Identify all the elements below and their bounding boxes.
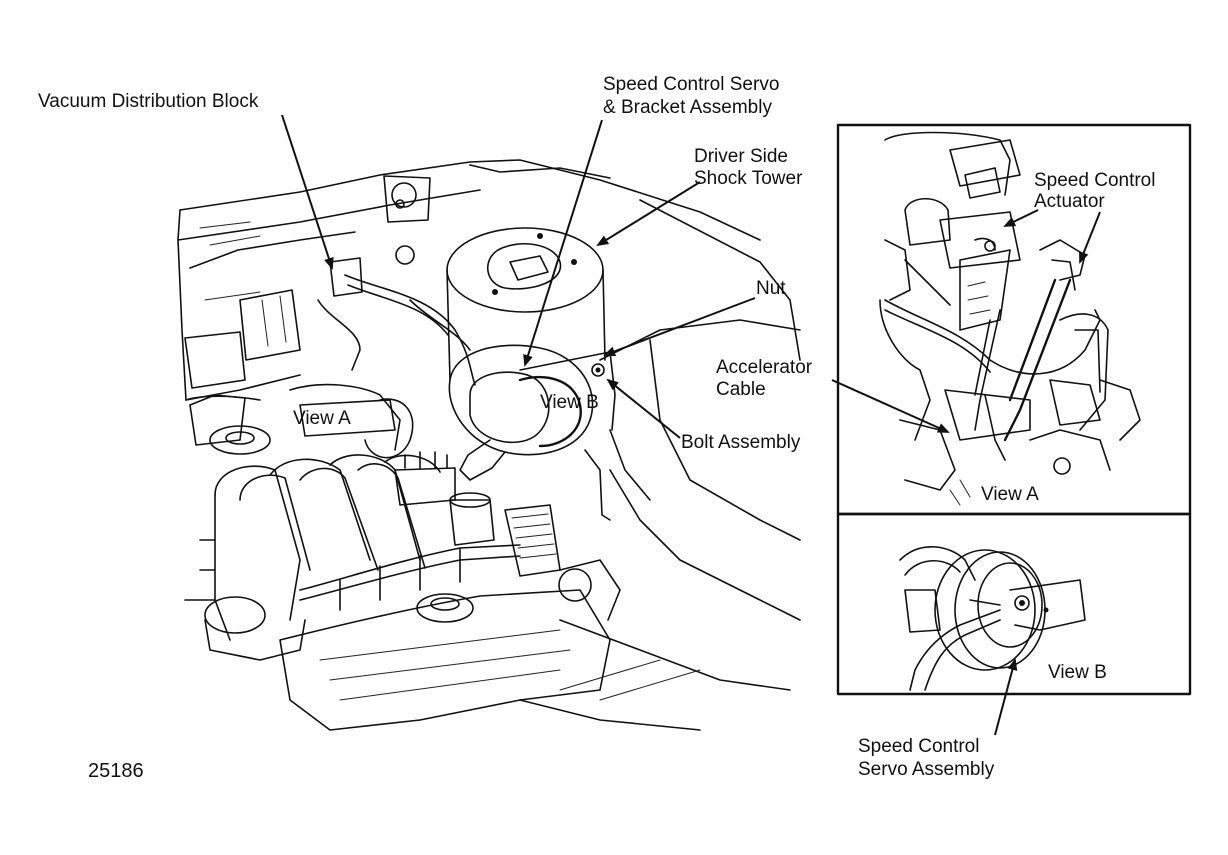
label-nut: Nut: [756, 278, 786, 299]
label-servo-bracket-line2: & Bracket Assembly: [603, 97, 772, 118]
label-servo-bracket-line1: Speed Control Servo: [603, 74, 779, 95]
leader-nut: [603, 297, 756, 357]
label-servo-assembly-line1: Speed Control: [858, 736, 979, 757]
label-view-b-inset: View B: [1048, 662, 1107, 683]
leader-vacuum-block: [281, 114, 334, 270]
leader-lines: [281, 114, 1101, 736]
view-a-inset-drawing: [879, 131, 1141, 506]
inset-panels: [836, 123, 1192, 696]
labels: Vacuum Distribution Block Speed Control …: [38, 74, 1155, 782]
label-actuator-line2: Actuator: [1034, 191, 1105, 212]
leader-servo-bracket: [523, 119, 603, 367]
label-view-a-inset: View A: [981, 484, 1039, 505]
leader-actuator-1: [1003, 209, 1039, 227]
label-servo-assembly-line2: Servo Assembly: [858, 759, 995, 780]
engine-bay-illustration: [177, 159, 801, 731]
label-accelerator-line2: Cable: [716, 379, 766, 400]
leader-actuator-2: [1079, 211, 1101, 264]
label-accelerator-line1: Accelerator: [716, 357, 813, 378]
label-shock-tower-line1: Driver Side: [694, 146, 788, 167]
view-b-inset-frame: [836, 512, 1192, 696]
label-view-a-main: View A: [293, 408, 351, 429]
label-bolt-assembly: Bolt Assembly: [681, 432, 801, 453]
label-vacuum-distribution-block: Vacuum Distribution Block: [38, 91, 259, 112]
label-shock-tower-line2: Shock Tower: [694, 168, 803, 189]
leader-shock-tower: [596, 181, 701, 247]
label-actuator-line1: Speed Control: [1034, 170, 1155, 191]
leader-accelerator-cable: [831, 379, 950, 433]
leader-servo-assembly: [994, 658, 1018, 736]
leader-bolt-assembly: [606, 378, 681, 439]
label-view-b-main: View B: [540, 392, 599, 413]
view-b-inset-drawing: [899, 546, 1086, 691]
figure-number: 25186: [88, 760, 144, 782]
